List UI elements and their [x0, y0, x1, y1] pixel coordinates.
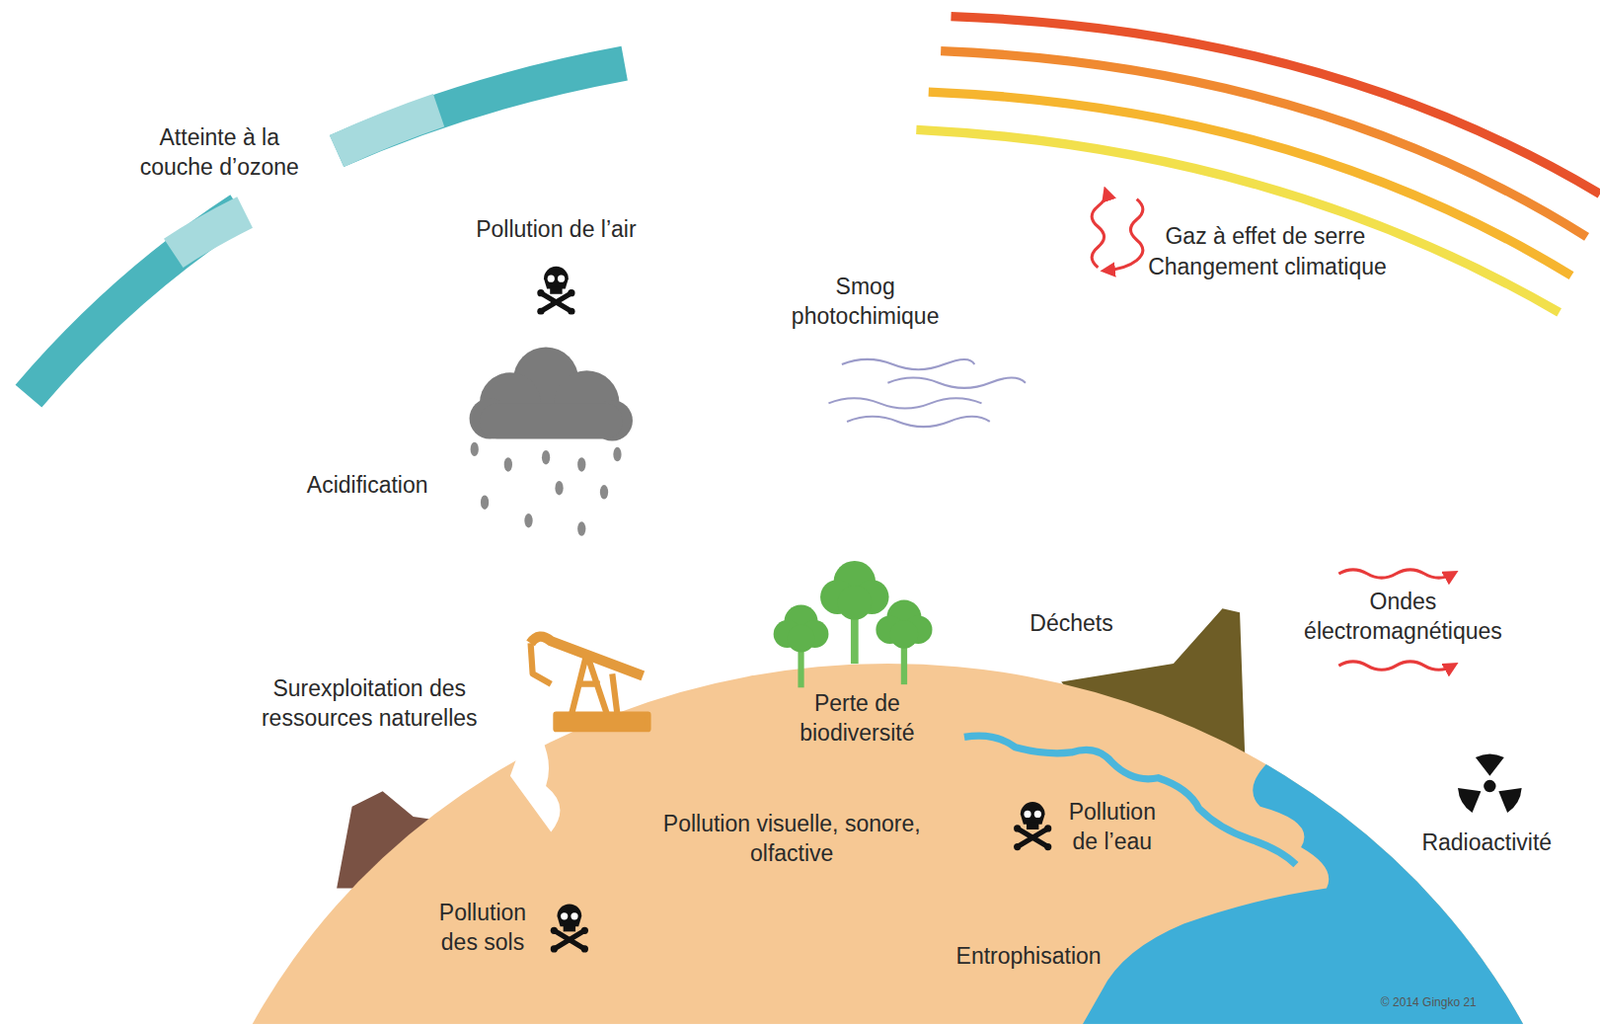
label: Pollution des sols: [424, 898, 542, 958]
label: Pollution de l’air: [475, 215, 636, 245]
label: Pollution visuelle, sonore, olfactive: [638, 809, 945, 869]
label: © 2014 Gingko 21: [1380, 994, 1477, 1011]
label: Atteinte à la couche d’ozone: [132, 123, 306, 183]
label: Radioactivité: [1421, 828, 1552, 858]
label: Gaz à effet de serre: [1164, 222, 1366, 252]
label: Perte de biodiversité: [785, 688, 929, 749]
label: Changement climatique: [1147, 252, 1387, 283]
label: Ondes électromagnétiques: [1280, 588, 1525, 648]
label: Entrophisation: [956, 941, 1102, 972]
label: Surexploitation des ressources naturelle…: [221, 674, 518, 734]
label: Pollution de l’eau: [1053, 798, 1171, 858]
label: Déchets: [1029, 609, 1113, 639]
label: Acidification: [306, 470, 429, 501]
label: Smog photochimique: [773, 272, 958, 332]
